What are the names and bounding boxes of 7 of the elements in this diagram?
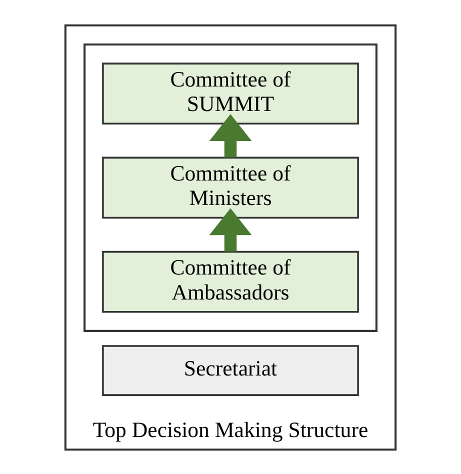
node-box: Committee of Ministers — [102, 156, 359, 218]
node-box: Committee of SUMMIT — [102, 62, 359, 124]
arrow — [209, 114, 252, 157]
cluster — [84, 42, 378, 332]
node-box: Committee of Ambassadors — [102, 250, 359, 312]
node-box: Secretariat — [102, 344, 359, 396]
arrow — [209, 208, 252, 252]
